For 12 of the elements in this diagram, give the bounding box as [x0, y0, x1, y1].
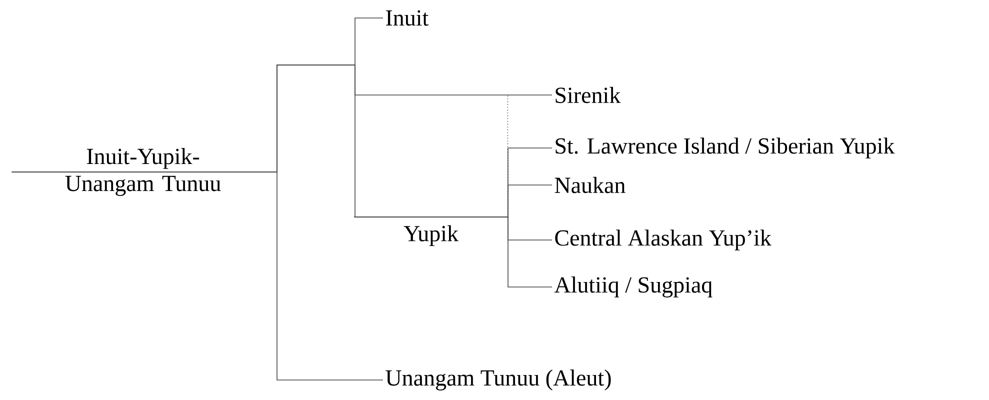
- tree-label: Naukan: [554, 176, 626, 194]
- tree-label: Unangam Tunuu (Aleut): [386, 370, 611, 390]
- tree-label: Alutiiq / Sugpiaq: [554, 276, 712, 298]
- tree-label: Yupik: [404, 225, 458, 246]
- tree-label: Inuit-Yupik- Unangam Tunuu: [65, 148, 221, 196]
- tree-label: Central Alaskan Yup’ik: [555, 230, 772, 250]
- dotted-line: [507, 94, 508, 218]
- tree-branch: [354, 216, 552, 288]
- tree-label: Sirenik: [556, 86, 621, 104]
- tree-branch: [11, 172, 384, 380]
- tree-label: Inuit: [386, 10, 429, 26]
- tree-label: St. Lawrence Island / Siberian Yupik: [556, 138, 895, 158]
